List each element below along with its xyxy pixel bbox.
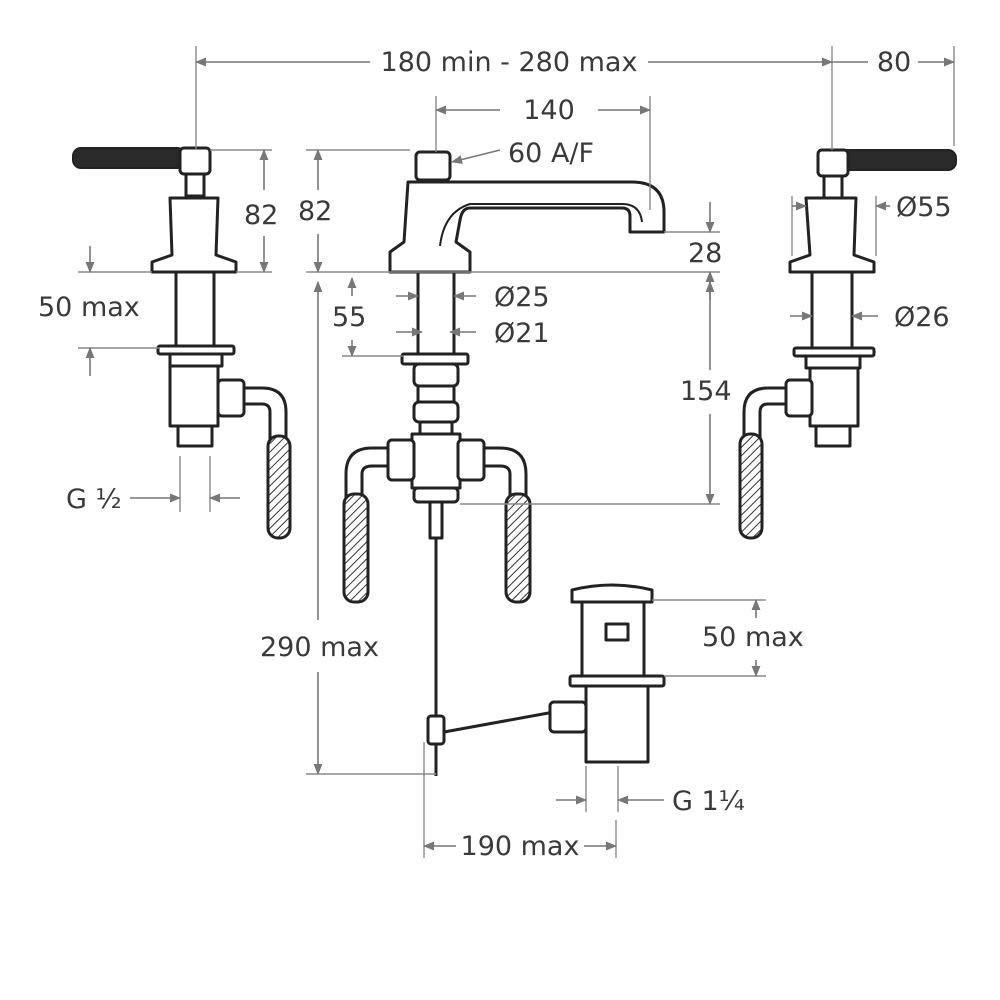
- dim-spout-rise-label: 28: [688, 238, 722, 269]
- dimension-lines: [78, 46, 956, 858]
- dim-spout-shank-inner-label: Ø21: [494, 318, 550, 349]
- waste-tail: [584, 684, 650, 764]
- spout-shank: [416, 270, 456, 358]
- dim-right-shank-label: Ø26: [894, 302, 950, 333]
- left-flexi-hose: [266, 434, 292, 540]
- right-valve-tail: [808, 366, 860, 428]
- dim-waste-thread-label: G 1¼: [672, 786, 745, 817]
- dim-left-handle-height-label: 82: [244, 200, 278, 231]
- left-valve-body: [150, 196, 238, 274]
- dim-right-flange-label: Ø55: [896, 192, 952, 223]
- right-lever-handle: [839, 149, 957, 171]
- left-valve-shank: [174, 270, 216, 352]
- left-valve-tail: [168, 364, 220, 428]
- dim-spout-height-label: 82: [298, 196, 332, 227]
- dimension-labels: 180 min - 280 max 80 140 60 A/F 82 82 Ø5…: [38, 47, 952, 862]
- right-flexi-hose: [738, 432, 764, 540]
- waste-lever-arm: [443, 710, 555, 734]
- spout-body: [388, 180, 666, 274]
- dim-tail-length-label: 154: [680, 376, 732, 407]
- dim-inlet-thread-label: G ½: [66, 484, 122, 515]
- dim-left-mount-depth-label: 50 max: [38, 292, 140, 323]
- dim-nut-size-label: 60 A/F: [508, 138, 594, 169]
- popup-waste: [426, 538, 666, 776]
- left-lever-handle: [72, 147, 186, 169]
- right-valve-body: [788, 196, 876, 274]
- spout-left-hose: [342, 492, 370, 604]
- dim-spread-label: 180 min - 280 max: [381, 47, 638, 78]
- dim-spout-shank-depth-label: 55: [332, 302, 366, 333]
- right-valve: [738, 148, 957, 540]
- dim-waste-depth-label: 50 max: [702, 622, 804, 653]
- spout-mixer-body: [410, 432, 462, 490]
- right-valve-shank: [810, 270, 854, 354]
- dim-spout-shank-outer-label: Ø25: [494, 282, 550, 313]
- dim-lever-reach-label: 190 max: [461, 831, 580, 862]
- dim-waste-length-label: 290 max: [260, 632, 379, 663]
- center-spout: [342, 150, 666, 604]
- spout-right-hose: [504, 492, 532, 604]
- dim-spout-reach-label: 140: [523, 95, 575, 126]
- dim-handle-offset-label: 80: [877, 47, 911, 78]
